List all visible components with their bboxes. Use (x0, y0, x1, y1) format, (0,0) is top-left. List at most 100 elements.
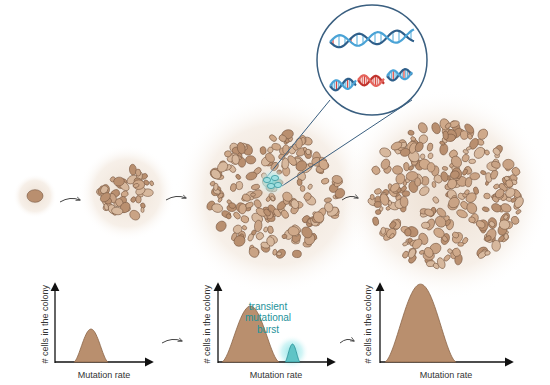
cell (447, 248, 453, 254)
cell (380, 158, 392, 171)
zoom-callout (258, 5, 427, 196)
dna-strand (330, 79, 356, 90)
cell (466, 146, 472, 151)
base-pair (338, 35, 339, 47)
cell (292, 250, 301, 258)
progress-arrow (342, 196, 358, 200)
progress-arrow (60, 198, 80, 202)
cell (250, 193, 255, 197)
cell (482, 206, 490, 212)
y-axis (379, 284, 380, 363)
mutant-cell (267, 183, 274, 188)
cell (331, 174, 343, 184)
cell (423, 246, 435, 259)
cell (503, 159, 514, 169)
cell (303, 191, 313, 201)
cell (432, 226, 446, 239)
cell (296, 138, 303, 149)
base-pair (336, 80, 337, 90)
burst-glow (258, 168, 286, 196)
dna-strand (358, 75, 384, 86)
annotation: transient mutational burst (237, 301, 299, 336)
cell (225, 213, 232, 220)
cell (504, 234, 509, 240)
cell (245, 171, 258, 181)
cell (400, 148, 411, 158)
mutant-cell (263, 177, 270, 182)
cell (241, 193, 251, 202)
axis-label: Mutation rate (250, 370, 303, 380)
cell (411, 237, 424, 250)
cell (236, 142, 246, 155)
progress-arrow (162, 339, 182, 343)
cell (476, 127, 490, 141)
cell (449, 170, 460, 180)
cell (271, 143, 281, 151)
cell (27, 190, 43, 203)
base-pair (374, 33, 375, 44)
cell (260, 146, 267, 155)
cell (461, 237, 468, 245)
cell (103, 203, 109, 211)
colony-halos (13, 90, 550, 300)
cell (493, 183, 500, 190)
cell (400, 196, 409, 207)
cell (99, 191, 113, 204)
base-pair (375, 76, 376, 86)
cell (513, 195, 525, 209)
cell (491, 160, 502, 169)
cell (403, 162, 410, 171)
cell (389, 182, 401, 194)
cell (449, 154, 463, 169)
cell (370, 165, 381, 176)
cell (461, 153, 470, 163)
cell (442, 131, 449, 140)
cell (300, 185, 305, 191)
cell (408, 165, 415, 171)
cell (240, 215, 250, 224)
cell (515, 209, 522, 215)
cell (400, 185, 407, 192)
axis-label: Mutation rate (78, 370, 131, 380)
dna-strand (358, 76, 384, 85)
cell (500, 202, 513, 214)
cell (463, 122, 475, 135)
cell (268, 134, 278, 143)
cell (141, 207, 144, 212)
cell (214, 219, 228, 233)
progress-arrow (166, 196, 186, 200)
cell (231, 154, 239, 164)
distribution (385, 284, 456, 362)
zoom-line (266, 100, 330, 178)
cell (375, 209, 381, 215)
dna-illustration (330, 29, 414, 90)
dna-strand (330, 31, 414, 48)
cell (374, 188, 382, 195)
cell (510, 215, 520, 225)
colony-halo (13, 174, 57, 218)
cell (287, 226, 300, 237)
cell (262, 208, 271, 218)
colony-halo (340, 90, 550, 300)
cell (278, 133, 288, 143)
base-pair (398, 31, 399, 42)
zoom-circle (317, 5, 427, 115)
cell (281, 234, 287, 239)
cell (317, 158, 330, 171)
cell (439, 140, 445, 145)
cell (436, 257, 447, 270)
cell (492, 147, 502, 157)
cell (473, 186, 480, 195)
cell (136, 196, 142, 203)
dna-strand (330, 29, 414, 45)
axis-label: # cells in the colony (202, 285, 212, 364)
cell (490, 202, 503, 214)
cell (381, 227, 386, 234)
cell (465, 201, 479, 215)
cell (305, 148, 312, 155)
cell (128, 208, 142, 222)
cell (270, 196, 276, 202)
cell (272, 208, 281, 218)
cell (410, 136, 416, 142)
base-pair (356, 34, 357, 46)
